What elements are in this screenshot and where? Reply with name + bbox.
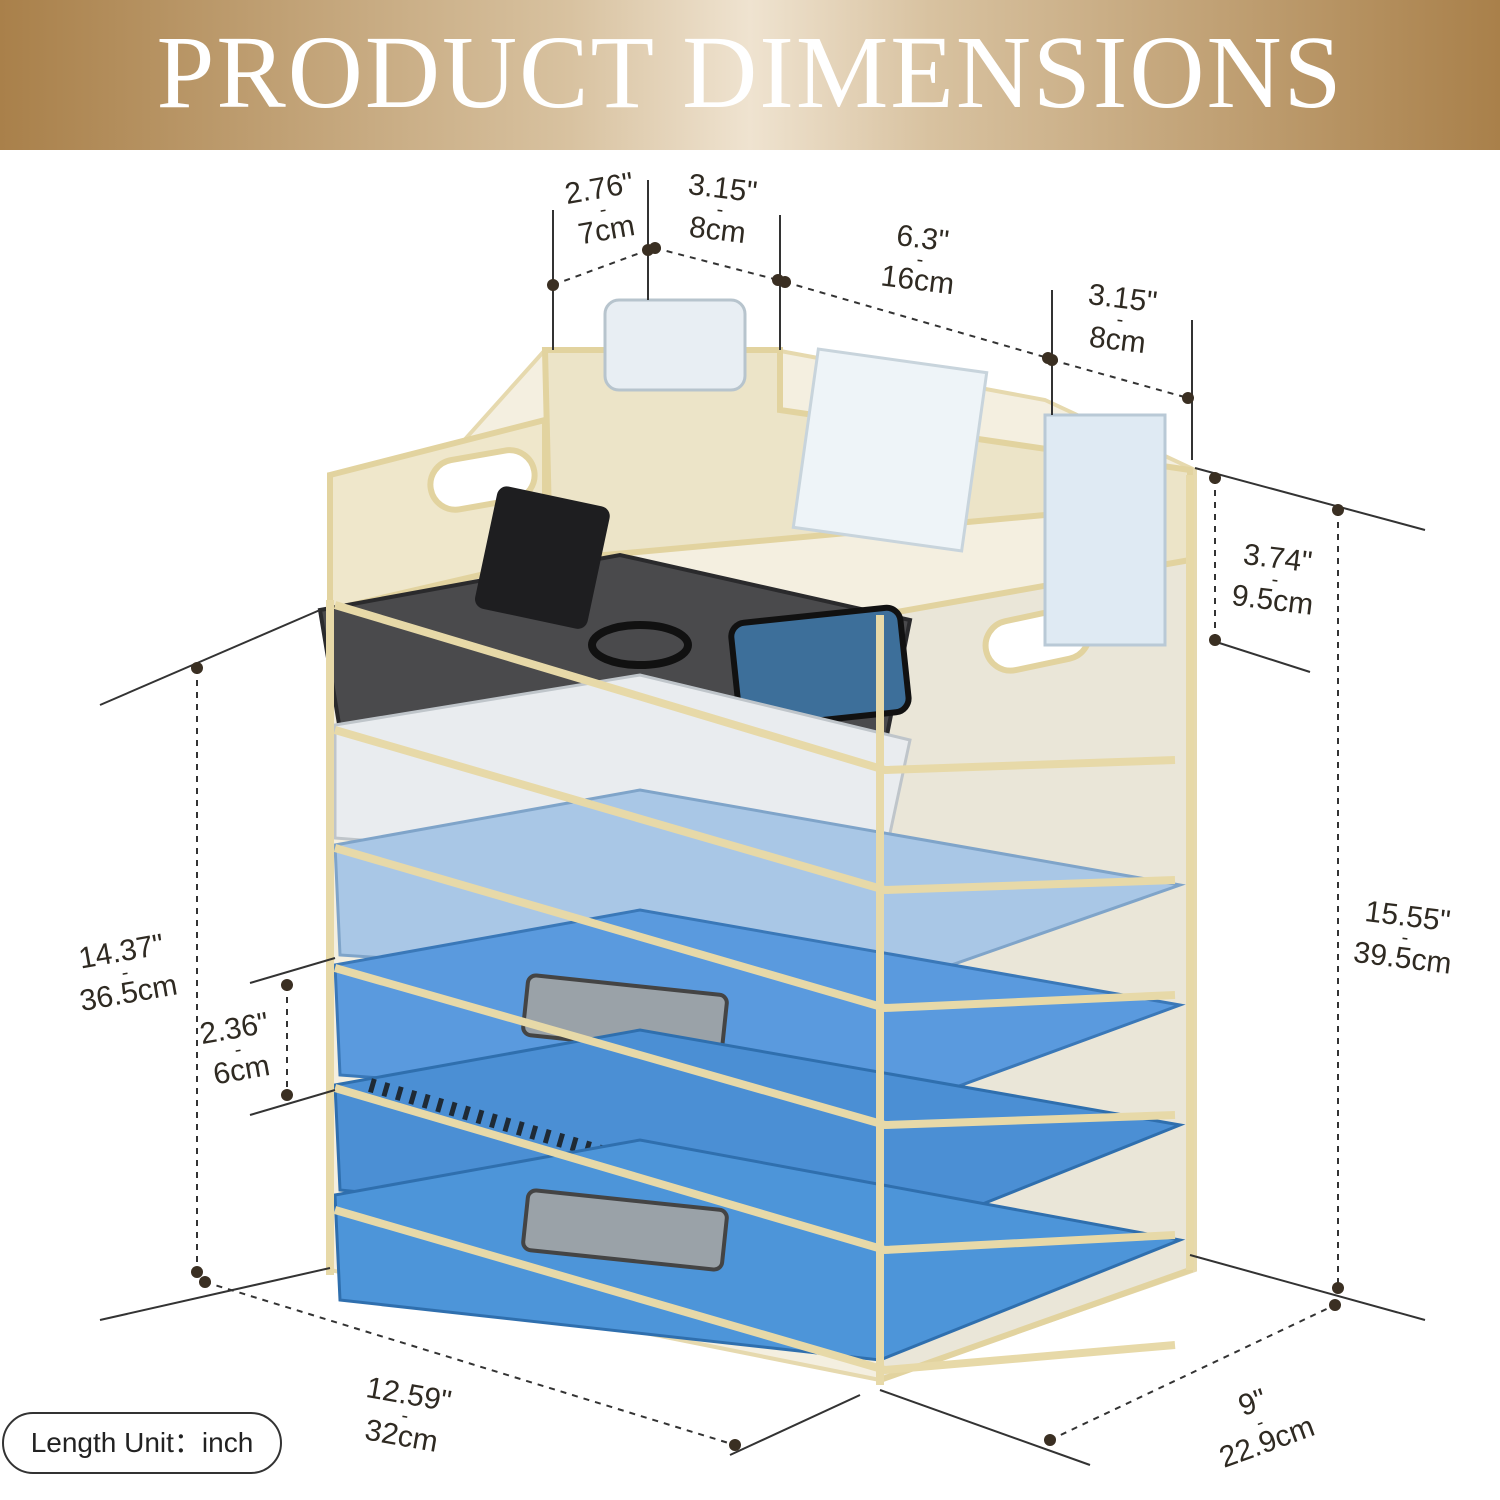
dim-compartment-1: 3.15"-8cm <box>686 168 759 251</box>
dim-compartment-2: 6.3"-16cm <box>879 219 956 302</box>
clip-2 <box>521 1188 729 1272</box>
dim-compartment-3: 3.15"-8cm <box>1086 278 1159 361</box>
page-title: PRODUCT DIMENSIONS <box>156 15 1344 130</box>
shelf-edges <box>326 475 1194 1385</box>
length-unit-label: Length Unit：inch <box>2 1412 282 1474</box>
dim-top-tray-height: 3.74"-9.5cm <box>1229 538 1316 622</box>
header-banner: PRODUCT DIMENSIONS <box>0 0 1500 150</box>
scissors <box>588 621 692 669</box>
pen-cup-items <box>603 298 747 392</box>
sticky-notes <box>1043 413 1167 647</box>
stapler <box>475 486 610 629</box>
dimension-endpoints <box>191 242 1344 1451</box>
notebook <box>791 347 989 553</box>
dimension-lines <box>99 180 1426 1466</box>
spiral-binding <box>368 1078 872 1237</box>
